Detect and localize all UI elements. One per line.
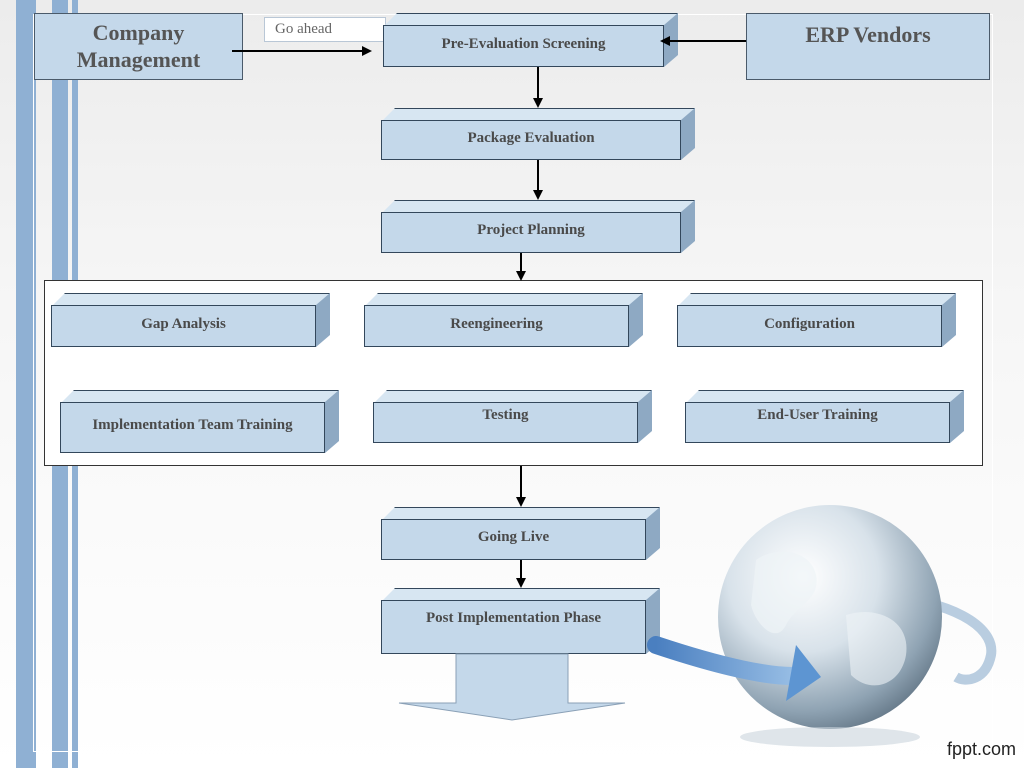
box-top bbox=[60, 390, 339, 404]
box-front bbox=[364, 305, 629, 347]
company-management-box: Company Management bbox=[34, 13, 243, 80]
box-front bbox=[381, 519, 646, 560]
globe-icon bbox=[647, 505, 997, 747]
box-side bbox=[638, 390, 652, 443]
company-management-label: Company Management bbox=[76, 20, 201, 72]
package-evaluation-label: Package Evaluation bbox=[467, 129, 595, 146]
go-ahead-label: Go ahead bbox=[264, 17, 386, 42]
box-side bbox=[681, 200, 695, 253]
gap-analysis-label: Gap Analysis bbox=[141, 315, 226, 332]
configuration-box: Configuration bbox=[677, 293, 956, 347]
box-side bbox=[950, 390, 964, 443]
box-side bbox=[325, 390, 339, 453]
stripe bbox=[16, 0, 36, 768]
box-front bbox=[677, 305, 942, 347]
box-top bbox=[685, 390, 964, 404]
package-evaluation-box: Package Evaluation bbox=[381, 108, 695, 160]
box-top bbox=[373, 390, 652, 404]
box-side bbox=[629, 293, 643, 347]
box-top bbox=[381, 200, 695, 214]
implementation-team-training-box: Implementation Team Training bbox=[60, 390, 339, 453]
box-front bbox=[373, 402, 638, 443]
box-front bbox=[381, 212, 681, 253]
box-top bbox=[381, 108, 695, 122]
project-planning-box: Project Planning bbox=[381, 200, 695, 253]
going-live-box: Going Live bbox=[381, 507, 660, 560]
box-side bbox=[942, 293, 956, 347]
post-implementation-label: Post Implementation Phase bbox=[426, 610, 601, 626]
box-front bbox=[60, 402, 325, 453]
gap-analysis-box: Gap Analysis bbox=[51, 293, 330, 347]
going-live-label: Going Live bbox=[477, 529, 550, 545]
box-side bbox=[646, 507, 660, 560]
testing-box: Testing bbox=[373, 390, 652, 443]
box-side bbox=[316, 293, 330, 347]
box-top bbox=[383, 13, 678, 27]
box-top bbox=[381, 588, 660, 602]
team-training-label: Implementation Team Training bbox=[92, 417, 293, 433]
box-top bbox=[381, 507, 660, 521]
reengineering-box: Reengineering bbox=[364, 293, 643, 347]
box-top bbox=[51, 293, 330, 307]
box-side bbox=[681, 108, 695, 160]
configuration-label: Configuration bbox=[764, 315, 855, 332]
brand-logo: fppt.com bbox=[946, 739, 1016, 759]
end-user-training-label: End-User Training bbox=[757, 407, 878, 423]
erp-vendors-label: ERP Vendors bbox=[805, 22, 931, 47]
big-down-arrow bbox=[398, 653, 626, 721]
box-front bbox=[685, 402, 950, 443]
reengineering-label: Reengineering bbox=[450, 315, 543, 332]
testing-label: Testing bbox=[482, 407, 529, 423]
end-user-training-box: End-User Training bbox=[685, 390, 964, 443]
box-front bbox=[383, 25, 664, 67]
post-implementation-box: Post Implementation Phase bbox=[381, 588, 660, 654]
box-top bbox=[364, 293, 643, 307]
pre-evaluation-label: Pre-Evaluation Screening bbox=[441, 35, 606, 52]
project-planning-label: Project Planning bbox=[477, 222, 585, 238]
pre-evaluation-screening-box: Pre-Evaluation Screening bbox=[383, 13, 678, 67]
box-top bbox=[677, 293, 956, 307]
box-front bbox=[51, 305, 316, 347]
erp-vendors-box: ERP Vendors bbox=[746, 13, 990, 80]
box-front bbox=[381, 120, 681, 160]
